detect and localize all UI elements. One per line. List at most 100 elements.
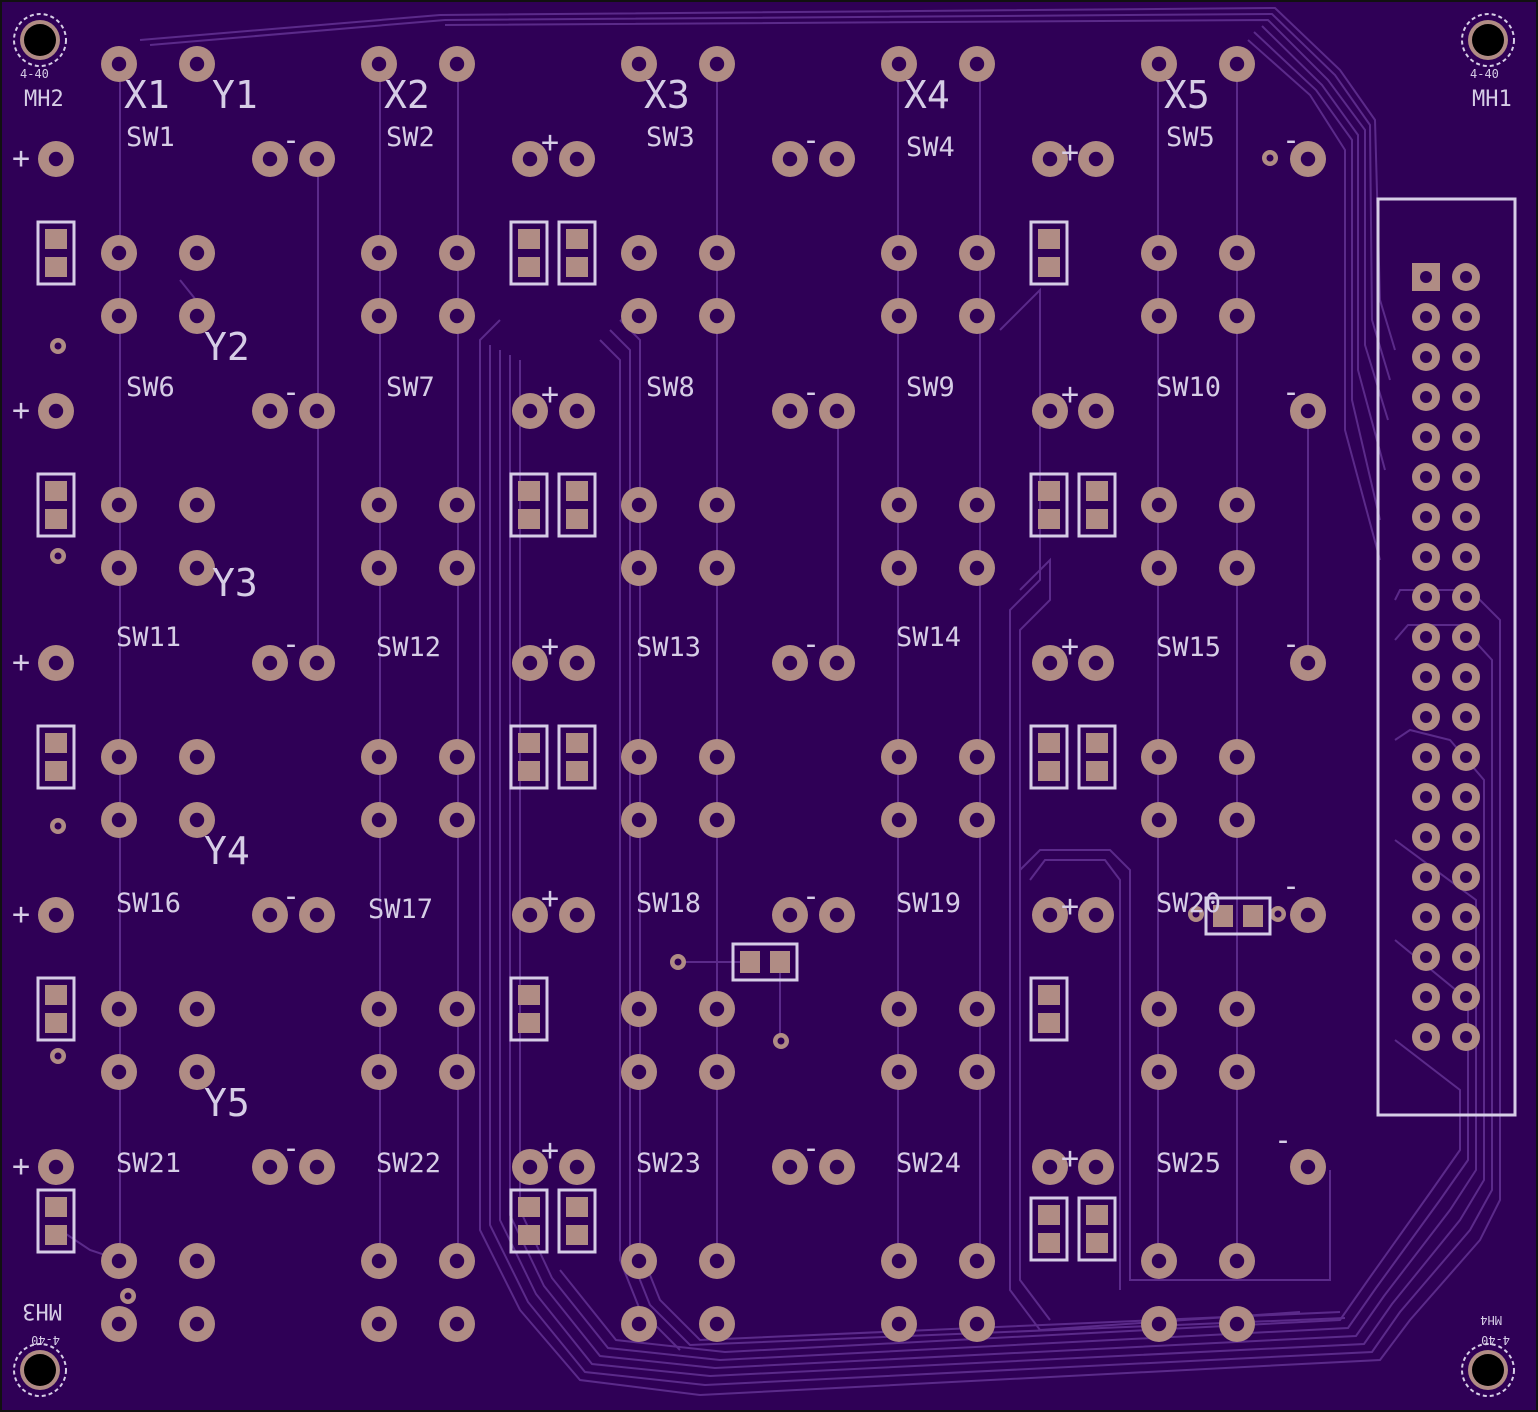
header-pin-hole: [1420, 551, 1432, 563]
silkscreen-outlines: [1376, 197, 1517, 1117]
switch-label: SW15: [1156, 632, 1221, 663]
drill-hole: [371, 560, 387, 576]
drill-hole: [111, 1316, 127, 1332]
header-pin-hole: [1460, 671, 1472, 683]
smd-pad: [518, 509, 540, 529]
header-pin-hole: [1460, 511, 1472, 523]
drill-hole: [1229, 245, 1245, 261]
mh-label: MH4: [1480, 1313, 1502, 1327]
plus-marker: +: [12, 897, 30, 932]
drill-hole: [1088, 655, 1104, 671]
drill-hole: [631, 1253, 647, 1269]
mounting-hole-ring: [1461, 13, 1515, 67]
drill-hole: [1300, 1159, 1316, 1175]
drill-hole: [111, 560, 127, 576]
switch-label: SW12: [376, 632, 441, 663]
header-pin-hole: [1460, 791, 1472, 803]
smd-pad: [1038, 1205, 1060, 1225]
smd-pad: [518, 229, 540, 249]
via-hole: [674, 958, 682, 966]
header-pin-hole: [1460, 751, 1472, 763]
smd-outline: [557, 472, 597, 538]
drill-hole: [371, 1253, 387, 1269]
minus-marker: -: [802, 879, 820, 914]
smd-pad: [45, 761, 67, 781]
plus-marker: +: [1061, 889, 1079, 924]
smd-pad: [566, 229, 588, 249]
header-pin-hole: [1420, 351, 1432, 363]
smd-outline: [1029, 472, 1069, 538]
drill-hole: [709, 560, 725, 576]
row-label: Y5: [204, 1081, 250, 1125]
drill-hole: [782, 655, 798, 671]
drill-hole: [371, 308, 387, 324]
switch-label: SW11: [116, 622, 181, 653]
column-label: X2: [384, 73, 430, 117]
drill-hole: [891, 749, 907, 765]
smd-outline: [509, 472, 549, 538]
header-outline: [1376, 197, 1517, 1117]
drill-hole: [569, 655, 585, 671]
drill-hole: [189, 308, 205, 324]
drill-hole: [189, 749, 205, 765]
smd-pad: [1086, 509, 1108, 529]
silkscreen-text: X1 X2 X3 X4 X5 Y1 Y2 Y3 Y4 Y5 SW1 SW2 SW…: [12, 67, 1512, 1347]
smd-outline: [36, 1188, 76, 1254]
drill-hole: [1229, 749, 1245, 765]
smd-pad: [566, 481, 588, 501]
drill-hole: [969, 245, 985, 261]
drill-hole: [309, 151, 325, 167]
drill-hole: [522, 403, 538, 419]
smd-outline: [36, 724, 76, 790]
minus-marker: -: [802, 627, 820, 662]
smd-pad: [1086, 1233, 1108, 1253]
header-pin-hole: [1460, 551, 1472, 563]
drill-hole: [371, 56, 387, 72]
drill-hole: [449, 1064, 465, 1080]
drill-hole: [631, 1001, 647, 1017]
mh-label: MH3: [22, 1298, 62, 1323]
drill-hole: [891, 1064, 907, 1080]
drill-hole: [371, 812, 387, 828]
smd-pad: [518, 481, 540, 501]
drill-hole: [262, 151, 278, 167]
switch-label: SW2: [386, 122, 435, 153]
switch-label: SW21: [116, 1148, 181, 1179]
mh-size-label: 4-40: [20, 67, 49, 81]
drill-hole: [189, 1253, 205, 1269]
row-label: Y4: [204, 829, 250, 873]
drill-hole: [709, 1316, 725, 1332]
switch-label: SW14: [896, 622, 961, 653]
drill-hole: [969, 308, 985, 324]
smd-pad: [45, 509, 67, 529]
smd-outline: [1077, 1196, 1117, 1262]
drill-hole: [1088, 151, 1104, 167]
drill-hole: [449, 308, 465, 324]
drill-hole: [449, 1316, 465, 1332]
drill-hole: [829, 907, 845, 923]
header-pin-hole: [1460, 911, 1472, 923]
via-hole: [1266, 154, 1274, 162]
smd-pad: [1086, 481, 1108, 501]
drill-hole: [969, 812, 985, 828]
smd-pad: [1038, 985, 1060, 1005]
smd-pad: [518, 1225, 540, 1245]
smd-pad: [518, 1013, 540, 1033]
smd-pad: [566, 761, 588, 781]
drill-hole: [111, 812, 127, 828]
plus-marker: +: [541, 629, 559, 664]
drill-hole: [1151, 497, 1167, 513]
header-pin-hole: [1420, 791, 1432, 803]
drill-hole: [189, 56, 205, 72]
smd-pad: [518, 1197, 540, 1217]
drill-hole: [48, 403, 64, 419]
switch-label: SW3: [646, 122, 695, 153]
drill-hole: [1042, 151, 1058, 167]
mounting-hole: [1472, 24, 1504, 56]
drill-hole: [48, 151, 64, 167]
drill-hole: [631, 749, 647, 765]
smd-pad: [518, 733, 540, 753]
header-pin-hole: [1460, 991, 1472, 1003]
smd-outline: [557, 724, 597, 790]
drill-hole: [371, 749, 387, 765]
